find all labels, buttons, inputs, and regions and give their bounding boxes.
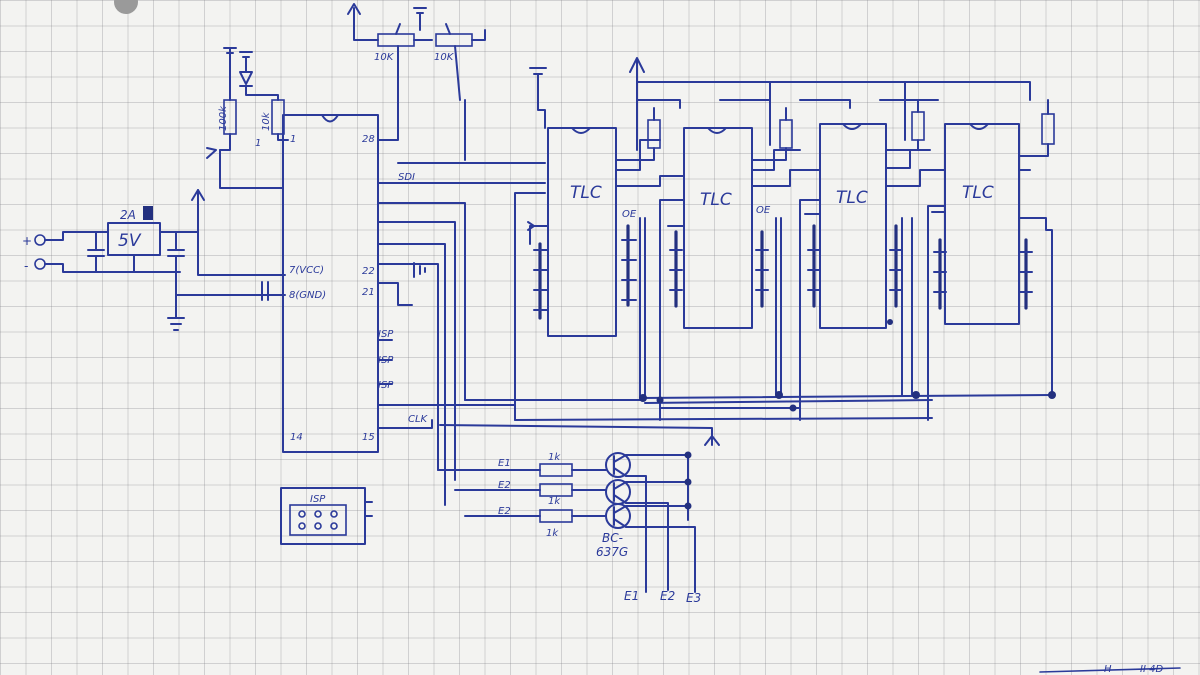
tr-part: BC- — [602, 531, 623, 545]
tr-output-1: E1 — [624, 589, 639, 603]
reset-res1-label: 100k — [218, 105, 229, 131]
mcu-isp2: ISP — [378, 355, 394, 366]
transistor-drivers — [437, 451, 696, 593]
oe-label-2: OE — [756, 205, 771, 216]
mcu-sdi: SDI — [398, 172, 415, 183]
mcu-isp3: ISP — [378, 380, 394, 391]
tlc-label-1: TLC — [570, 183, 602, 203]
mcu-pin21: 21 — [362, 287, 375, 298]
isp-header — [280, 487, 373, 545]
reset-pin1-label: 1 — [255, 138, 261, 149]
oe-label-1: OE — [622, 209, 637, 220]
tr-res-1: 1k — [548, 452, 561, 463]
tlc-label-4: TLC — [962, 183, 994, 203]
mcu-right-pins — [377, 99, 546, 506]
minus-label: - — [24, 259, 28, 273]
tr-output-2: E2 — [660, 589, 675, 603]
tr-res-3: 1k — [546, 528, 559, 539]
mcu-pin8: 8(GND) — [289, 290, 326, 301]
tr-input-2: E2 — [498, 480, 511, 491]
regulator-label: 5V — [118, 231, 142, 251]
mcu-isp1: ISP — [378, 329, 394, 340]
tr-input-1: E1 — [498, 458, 511, 469]
tr-part-num: 637G — [596, 545, 628, 559]
power-input — [34, 206, 199, 331]
tlc-drivers — [377, 57, 1056, 446]
tlc-label-2: TLC — [700, 190, 732, 210]
tr-output-3: E3 — [686, 591, 701, 605]
reset-circuit — [206, 47, 289, 189]
mcu-pin1: 1 — [290, 134, 296, 145]
potentiometers — [347, 3, 486, 101]
fuse-block — [143, 206, 153, 220]
mcu-pin7: 7(VCC) — [289, 265, 324, 276]
tlc-chip-2 — [683, 127, 753, 329]
tlc-label-3: TLC — [836, 188, 868, 208]
tr-res-2: 1k — [548, 496, 561, 507]
tr-input-3: E2 — [498, 506, 511, 517]
mcu-pin15: 15 — [362, 432, 375, 443]
tlc-chip-4 — [944, 123, 1020, 325]
mcu — [282, 114, 379, 453]
tlc-chip-3 — [819, 123, 887, 329]
plus-label: + — [22, 234, 32, 248]
mcu-pin22: 22 — [362, 266, 375, 277]
pot-2-label: 10K — [434, 52, 455, 63]
isp-header-label: ISP — [310, 494, 326, 505]
reset-res2-label: 10k — [261, 111, 272, 131]
mcu-pin28: 28 — [362, 134, 375, 145]
tlc-chip-1 — [547, 127, 617, 337]
hole-punch — [114, 0, 138, 14]
mcu-clk: CLK — [408, 414, 429, 425]
fuse-label: 2A — [120, 208, 136, 222]
mcu-pin14: 14 — [290, 432, 303, 443]
pot-1-label: 10K — [374, 52, 395, 63]
corner-code: II 4D — [1140, 664, 1163, 675]
corner-h: H — [1104, 664, 1112, 675]
